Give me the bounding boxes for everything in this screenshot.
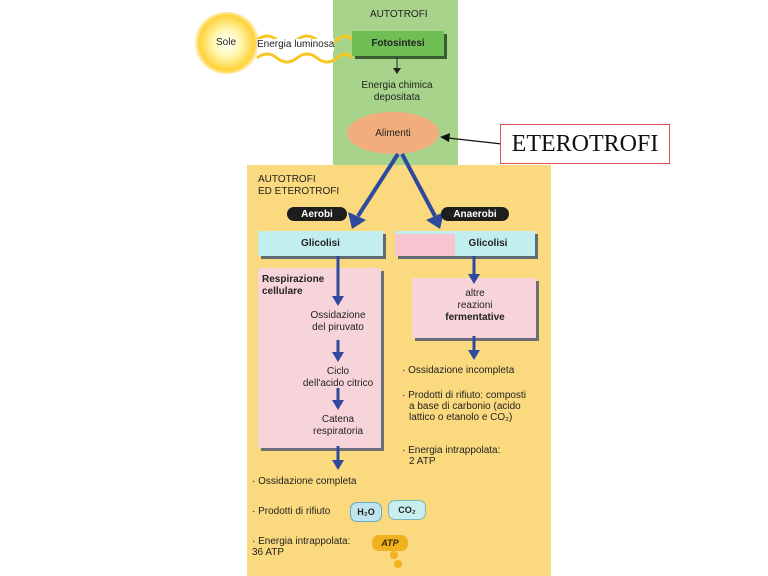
sun-icon xyxy=(193,12,261,74)
split-arrows-icon xyxy=(348,152,444,229)
atp-chain-icon xyxy=(390,551,402,568)
eterotrofi-label: ETEROTROFI xyxy=(511,130,659,157)
glycolysis-highlight xyxy=(395,234,455,256)
light-energy-label: Energia luminosa xyxy=(257,39,335,51)
citric-acid-cycle-label: Ciclo dell'acido citrico xyxy=(302,366,374,389)
sun-label: Sole xyxy=(216,37,237,48)
aerobic-waste-text: · Prodotti di rifiuto xyxy=(252,506,331,517)
anaerobic-pill: Anaerobi xyxy=(441,207,509,221)
aerobic-arrow-column-icon xyxy=(332,256,344,470)
cellular-respiration-box xyxy=(258,268,381,448)
respiratory-chain-label: Catena respiratoria xyxy=(312,414,364,437)
autotrofi-label: AUTOTROFI xyxy=(370,9,428,20)
anaerobic-waste-text: · Prodotti di rifiuto: composti a base d… xyxy=(402,390,526,423)
atp-badge: ATP xyxy=(372,535,408,551)
fermentation-box xyxy=(412,278,536,338)
food-oval: Alimenti xyxy=(347,112,439,154)
co2-chip: CO₂ xyxy=(388,500,426,520)
aerobic-energy-text: · Energia intrappolata: 36 ATP xyxy=(252,536,351,558)
pointer-arrow-icon xyxy=(440,133,503,145)
cellular-respiration-label: Respirazione cellulare xyxy=(262,274,325,297)
bottom-header: AUTOTROFI ED ETEROTROFI xyxy=(258,174,340,197)
light-wave-icon xyxy=(256,34,354,64)
aerobic-pill: Aerobi xyxy=(287,207,347,221)
chemical-energy-label: Energia chimica depositata xyxy=(361,80,433,103)
pyruvate-oxidation-label: Ossidazione del piruvato xyxy=(310,310,366,333)
fermentation-label: altre reazioni fermentative xyxy=(445,288,505,323)
food-label: Alimenti xyxy=(375,127,411,139)
h2o-chip: H₂O xyxy=(350,502,382,522)
eterotrofi-box: ETEROTROFI xyxy=(500,124,670,164)
arrow-down-icon xyxy=(393,57,401,74)
anaerobic-energy-text: · Energia intrappolata: 2 ATP xyxy=(402,445,501,467)
complete-oxidation-text: · Ossidazione completa xyxy=(252,476,357,487)
aerobic-glycolysis-box: Glicolisi xyxy=(258,231,383,256)
photosynthesis-label: Fotosintesi xyxy=(371,38,425,49)
photosynthesis-box: Fotosintesi xyxy=(352,31,444,56)
anaerobic-arrow-column-icon xyxy=(468,256,480,360)
incomplete-oxidation-text: · Ossidazione incompleta xyxy=(402,365,515,376)
